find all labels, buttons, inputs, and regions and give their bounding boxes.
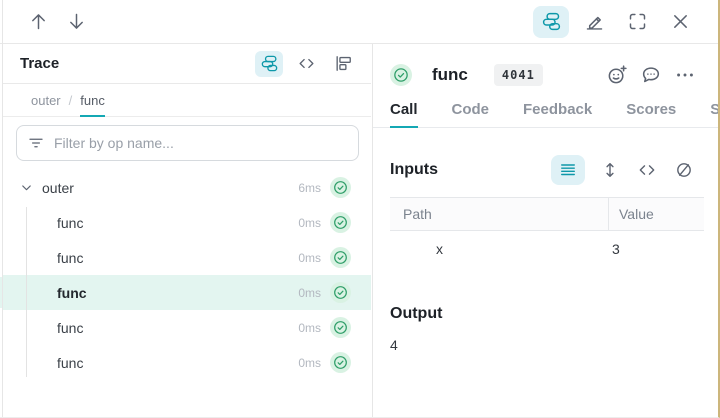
code-json-view-button[interactable] — [635, 158, 659, 182]
tree-row-func[interactable]: func 0ms — [3, 205, 371, 240]
edit-button[interactable] — [576, 6, 612, 38]
tab-scores[interactable]: Scores — [626, 101, 677, 118]
arrow-down-icon — [69, 13, 83, 29]
stacked-layers-icon — [542, 12, 560, 31]
duration-label: 6ms — [298, 180, 321, 195]
page-edge-divider — [2, 0, 3, 417]
trace-view-switcher — [255, 50, 357, 77]
status-success-icon — [330, 317, 351, 338]
breadcrumb-item-outer[interactable]: outer — [31, 92, 61, 108]
code-brackets-icon — [298, 58, 314, 69]
cell-path: x — [436, 241, 443, 257]
inputs-table-header: Path Value — [390, 197, 704, 231]
call-label: outer — [42, 179, 74, 196]
tree-view-button[interactable] — [255, 50, 283, 77]
call-label: func — [57, 249, 84, 266]
column-header-path[interactable]: Path — [403, 206, 432, 222]
duration-label: 0ms — [298, 285, 321, 300]
chevron-down-icon — [22, 185, 31, 191]
call-label: func — [57, 319, 84, 336]
table-view-button[interactable] — [551, 155, 585, 185]
overflow-menu-button[interactable] — [674, 64, 696, 86]
trace-tree-toggle-button[interactable] — [533, 5, 569, 38]
call-id-badge[interactable]: 4041 — [493, 64, 543, 86]
duration-label: 0ms — [298, 250, 321, 265]
breadcrumb-item-func[interactable]: func — [80, 84, 105, 117]
tree-row-func-selected[interactable]: func 0ms — [3, 275, 371, 310]
pencil-icon — [586, 16, 602, 30]
close-button[interactable] — [662, 6, 698, 38]
call-title: func — [432, 65, 468, 84]
duration-label: 0ms — [298, 215, 321, 230]
op-filter-input[interactable] — [54, 135, 348, 151]
next-call-button[interactable] — [60, 6, 92, 38]
tab-feedback[interactable]: Feedback — [523, 101, 593, 118]
duration-label: 0ms — [298, 355, 321, 370]
code-brackets-icon — [639, 165, 655, 175]
tab-summary-truncated[interactable]: S — [710, 101, 720, 118]
trace-panel-title: Trace — [20, 55, 60, 72]
list-lines-icon — [561, 164, 575, 176]
inputs-section-header: Inputs — [390, 155, 696, 185]
expand-corners-icon — [629, 13, 645, 30]
call-label: func — [57, 284, 87, 301]
cell-value: 3 — [612, 241, 620, 257]
code-view-button[interactable] — [292, 51, 320, 77]
breadcrumb: outer / func — [3, 84, 371, 117]
chat-bubble-icon — [642, 67, 660, 83]
ellipsis-icon — [677, 73, 693, 77]
indent-guide-line — [26, 207, 27, 377]
trace-panel: Trace ou — [3, 44, 371, 417]
tab-call[interactable]: Call — [390, 101, 418, 128]
output-value: 4 — [390, 337, 398, 353]
inputs-view-controls — [551, 155, 696, 185]
trace-panel-header: Trace — [3, 44, 371, 84]
add-reaction-button[interactable] — [606, 64, 628, 86]
call-header: func 4041 — [390, 60, 696, 90]
filter-icon — [29, 138, 43, 148]
tree-row-func[interactable]: func 0ms — [3, 310, 371, 345]
page-edge-selection-sliver — [0, 277, 2, 308]
call-label: func — [57, 354, 84, 371]
flame-graph-icon — [335, 56, 351, 71]
expand-collapse-rows-button[interactable] — [598, 158, 622, 182]
status-success-icon — [390, 64, 412, 86]
arrow-up-icon — [31, 14, 45, 30]
column-header-value[interactable]: Value — [608, 198, 704, 230]
hide-values-button[interactable] — [672, 158, 696, 182]
toolbar-actions — [533, 5, 718, 38]
call-tabs: Call Code Feedback Scores S — [373, 101, 718, 128]
output-heading: Output — [390, 305, 443, 322]
smiley-plus-icon — [608, 65, 627, 84]
flame-graph-view-button[interactable] — [329, 51, 357, 77]
tree-row-func[interactable]: func 0ms — [3, 345, 371, 380]
stacked-layers-icon — [261, 55, 277, 72]
fullscreen-button[interactable] — [619, 6, 655, 38]
tree-row-func[interactable]: func 0ms — [3, 240, 371, 275]
call-detail-panel: func 4041 — [372, 44, 718, 417]
status-success-icon — [330, 177, 351, 198]
status-success-icon — [330, 352, 351, 373]
duration-label: 0ms — [298, 320, 321, 335]
comment-button[interactable] — [640, 64, 662, 86]
breadcrumb-separator: / — [68, 92, 73, 108]
status-success-icon — [330, 247, 351, 268]
output-section: Output 4 — [390, 305, 696, 353]
tab-code[interactable]: Code — [451, 101, 490, 118]
status-success-icon — [330, 282, 351, 303]
op-filter-box — [16, 125, 359, 161]
arrows-vertical-icon — [606, 163, 614, 177]
status-success-icon — [330, 212, 351, 233]
previous-call-button[interactable] — [22, 6, 54, 38]
top-toolbar — [0, 0, 718, 44]
close-icon — [673, 15, 687, 28]
inputs-table: Path Value x 3 — [390, 197, 704, 267]
eye-off-icon — [677, 163, 691, 177]
tree-row-outer[interactable]: outer 6ms — [3, 170, 371, 205]
call-tree: outer 6ms func 0ms func 0ms — [3, 170, 371, 380]
inputs-heading: Inputs — [390, 161, 438, 178]
inputs-table-row[interactable]: x 3 — [390, 231, 704, 267]
call-header-actions — [606, 64, 696, 86]
call-label: func — [57, 214, 84, 231]
